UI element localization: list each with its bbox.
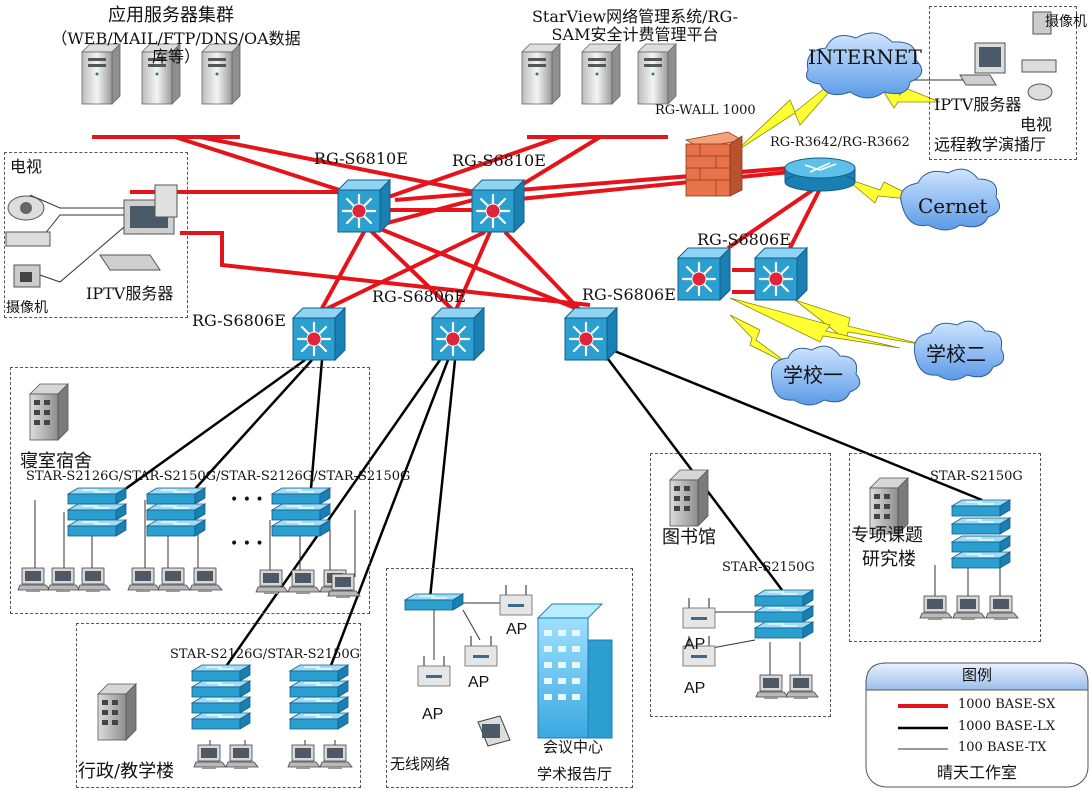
laptop-icon bbox=[477, 715, 511, 747]
iptv-server-label: IPTV服务器 bbox=[86, 284, 174, 303]
dorm-dots-bottom: • • • bbox=[230, 536, 264, 552]
wireless-group-box bbox=[386, 568, 633, 788]
school-two-label: 学校二 bbox=[926, 342, 986, 366]
dist-switch-far-label: RG-S6806E bbox=[697, 230, 791, 249]
settop-box-icon bbox=[5, 231, 51, 247]
camera-label: 摄像机 bbox=[6, 300, 48, 316]
research-switch-label: STAR-S2150G bbox=[930, 469, 1023, 484]
library-switch-label: STAR-S2150G bbox=[722, 560, 815, 575]
research-label-2: 研究楼 bbox=[862, 549, 916, 570]
remote-studio-devices bbox=[959, 11, 1057, 101]
school-one-label: 学校一 bbox=[783, 363, 843, 387]
legend-item-lx: 1000 BASE-LX bbox=[958, 719, 1056, 734]
dist-switch-mid-label: RG-S6806E bbox=[372, 287, 466, 306]
research-group-box bbox=[849, 453, 1041, 642]
conference-building-icon bbox=[536, 603, 613, 739]
cernet-label: Cernet bbox=[918, 194, 988, 218]
legend-item-sx: 1000 BASE-SX bbox=[958, 697, 1056, 712]
server-cluster-title: 应用服务器集群 bbox=[108, 5, 234, 26]
remote-camera-label: 摄像机 bbox=[1045, 14, 1087, 30]
management-platform-title: StarView网络管理系统/RG-SAM安全计费管理平台 bbox=[531, 7, 739, 45]
router-label: RG-R3642/RG-R3662 bbox=[770, 135, 910, 150]
ap-label-3: AP bbox=[422, 706, 444, 723]
dist-switch-right-label: RG-S6806E bbox=[582, 285, 676, 304]
ap-label-1: AP bbox=[506, 621, 528, 638]
wireless-label: 无线网络 bbox=[390, 755, 451, 773]
admin-group-box bbox=[76, 623, 361, 788]
copper-tx-links bbox=[29, 79, 1001, 745]
library-ap-label-1: AP bbox=[684, 636, 706, 653]
tv-label: 电视 bbox=[10, 157, 43, 176]
internet-label: INTERNET bbox=[808, 45, 922, 69]
core-switch-right-label: RG-S6810E bbox=[452, 151, 546, 170]
legend-item-tx: 100 BASE-TX bbox=[958, 740, 1047, 755]
camera-icon bbox=[13, 264, 41, 288]
iptv-group-box bbox=[4, 152, 188, 318]
dorm-group-box bbox=[10, 367, 370, 614]
legend-panel bbox=[865, 662, 1089, 788]
clouds bbox=[770, 32, 1005, 406]
library-group-box bbox=[650, 453, 831, 717]
admin-label: 行政/教学楼 bbox=[78, 761, 175, 782]
remote-tv-label: 电视 bbox=[1020, 115, 1053, 134]
ap-label-2: AP bbox=[468, 674, 490, 691]
dorm-label: 寝室宿舍 bbox=[20, 451, 92, 472]
research-label-1: 专项课题 bbox=[851, 525, 923, 546]
library-label: 图书馆 bbox=[662, 527, 716, 548]
tv-icon bbox=[7, 195, 45, 221]
fiber-lx-links bbox=[109, 348, 983, 669]
dist-switch-left-label: RG-S6806E bbox=[192, 311, 286, 330]
remote-studio-label: 远程教学演播厅 bbox=[934, 135, 1047, 154]
conference-label: 会议中心 bbox=[543, 738, 604, 756]
library-ap-label-2: AP bbox=[684, 680, 706, 697]
legend-footer: 晴天工作室 bbox=[936, 763, 1017, 782]
dorm-switch-label: STAR-S2126G/STAR-S2150G/STAR-S2126G/STAR… bbox=[26, 469, 411, 484]
fiber-sx-links bbox=[92, 135, 824, 314]
admin-switch-label: STAR-S2126G/STAR-S2150G bbox=[170, 647, 360, 662]
firewall-icon bbox=[684, 131, 744, 197]
server-cluster-subtitle: （WEB/MAIL/FTP/DNS/OA数据库等） bbox=[51, 29, 301, 66]
lecture-hall-label: 学术报告厅 bbox=[537, 765, 613, 783]
legend-title: 图例 bbox=[961, 666, 992, 684]
iptv-server-pc bbox=[99, 184, 178, 271]
router-icon bbox=[784, 157, 856, 192]
firewall-label: RG-WALL 1000 bbox=[655, 103, 756, 118]
remote-iptv-label: IPTV服务器 bbox=[934, 95, 1022, 114]
remote-studio-box bbox=[929, 6, 1077, 160]
core-switch-left-label: RG-S6810E bbox=[314, 149, 408, 168]
dorm-dots-top: • • • bbox=[230, 492, 264, 508]
